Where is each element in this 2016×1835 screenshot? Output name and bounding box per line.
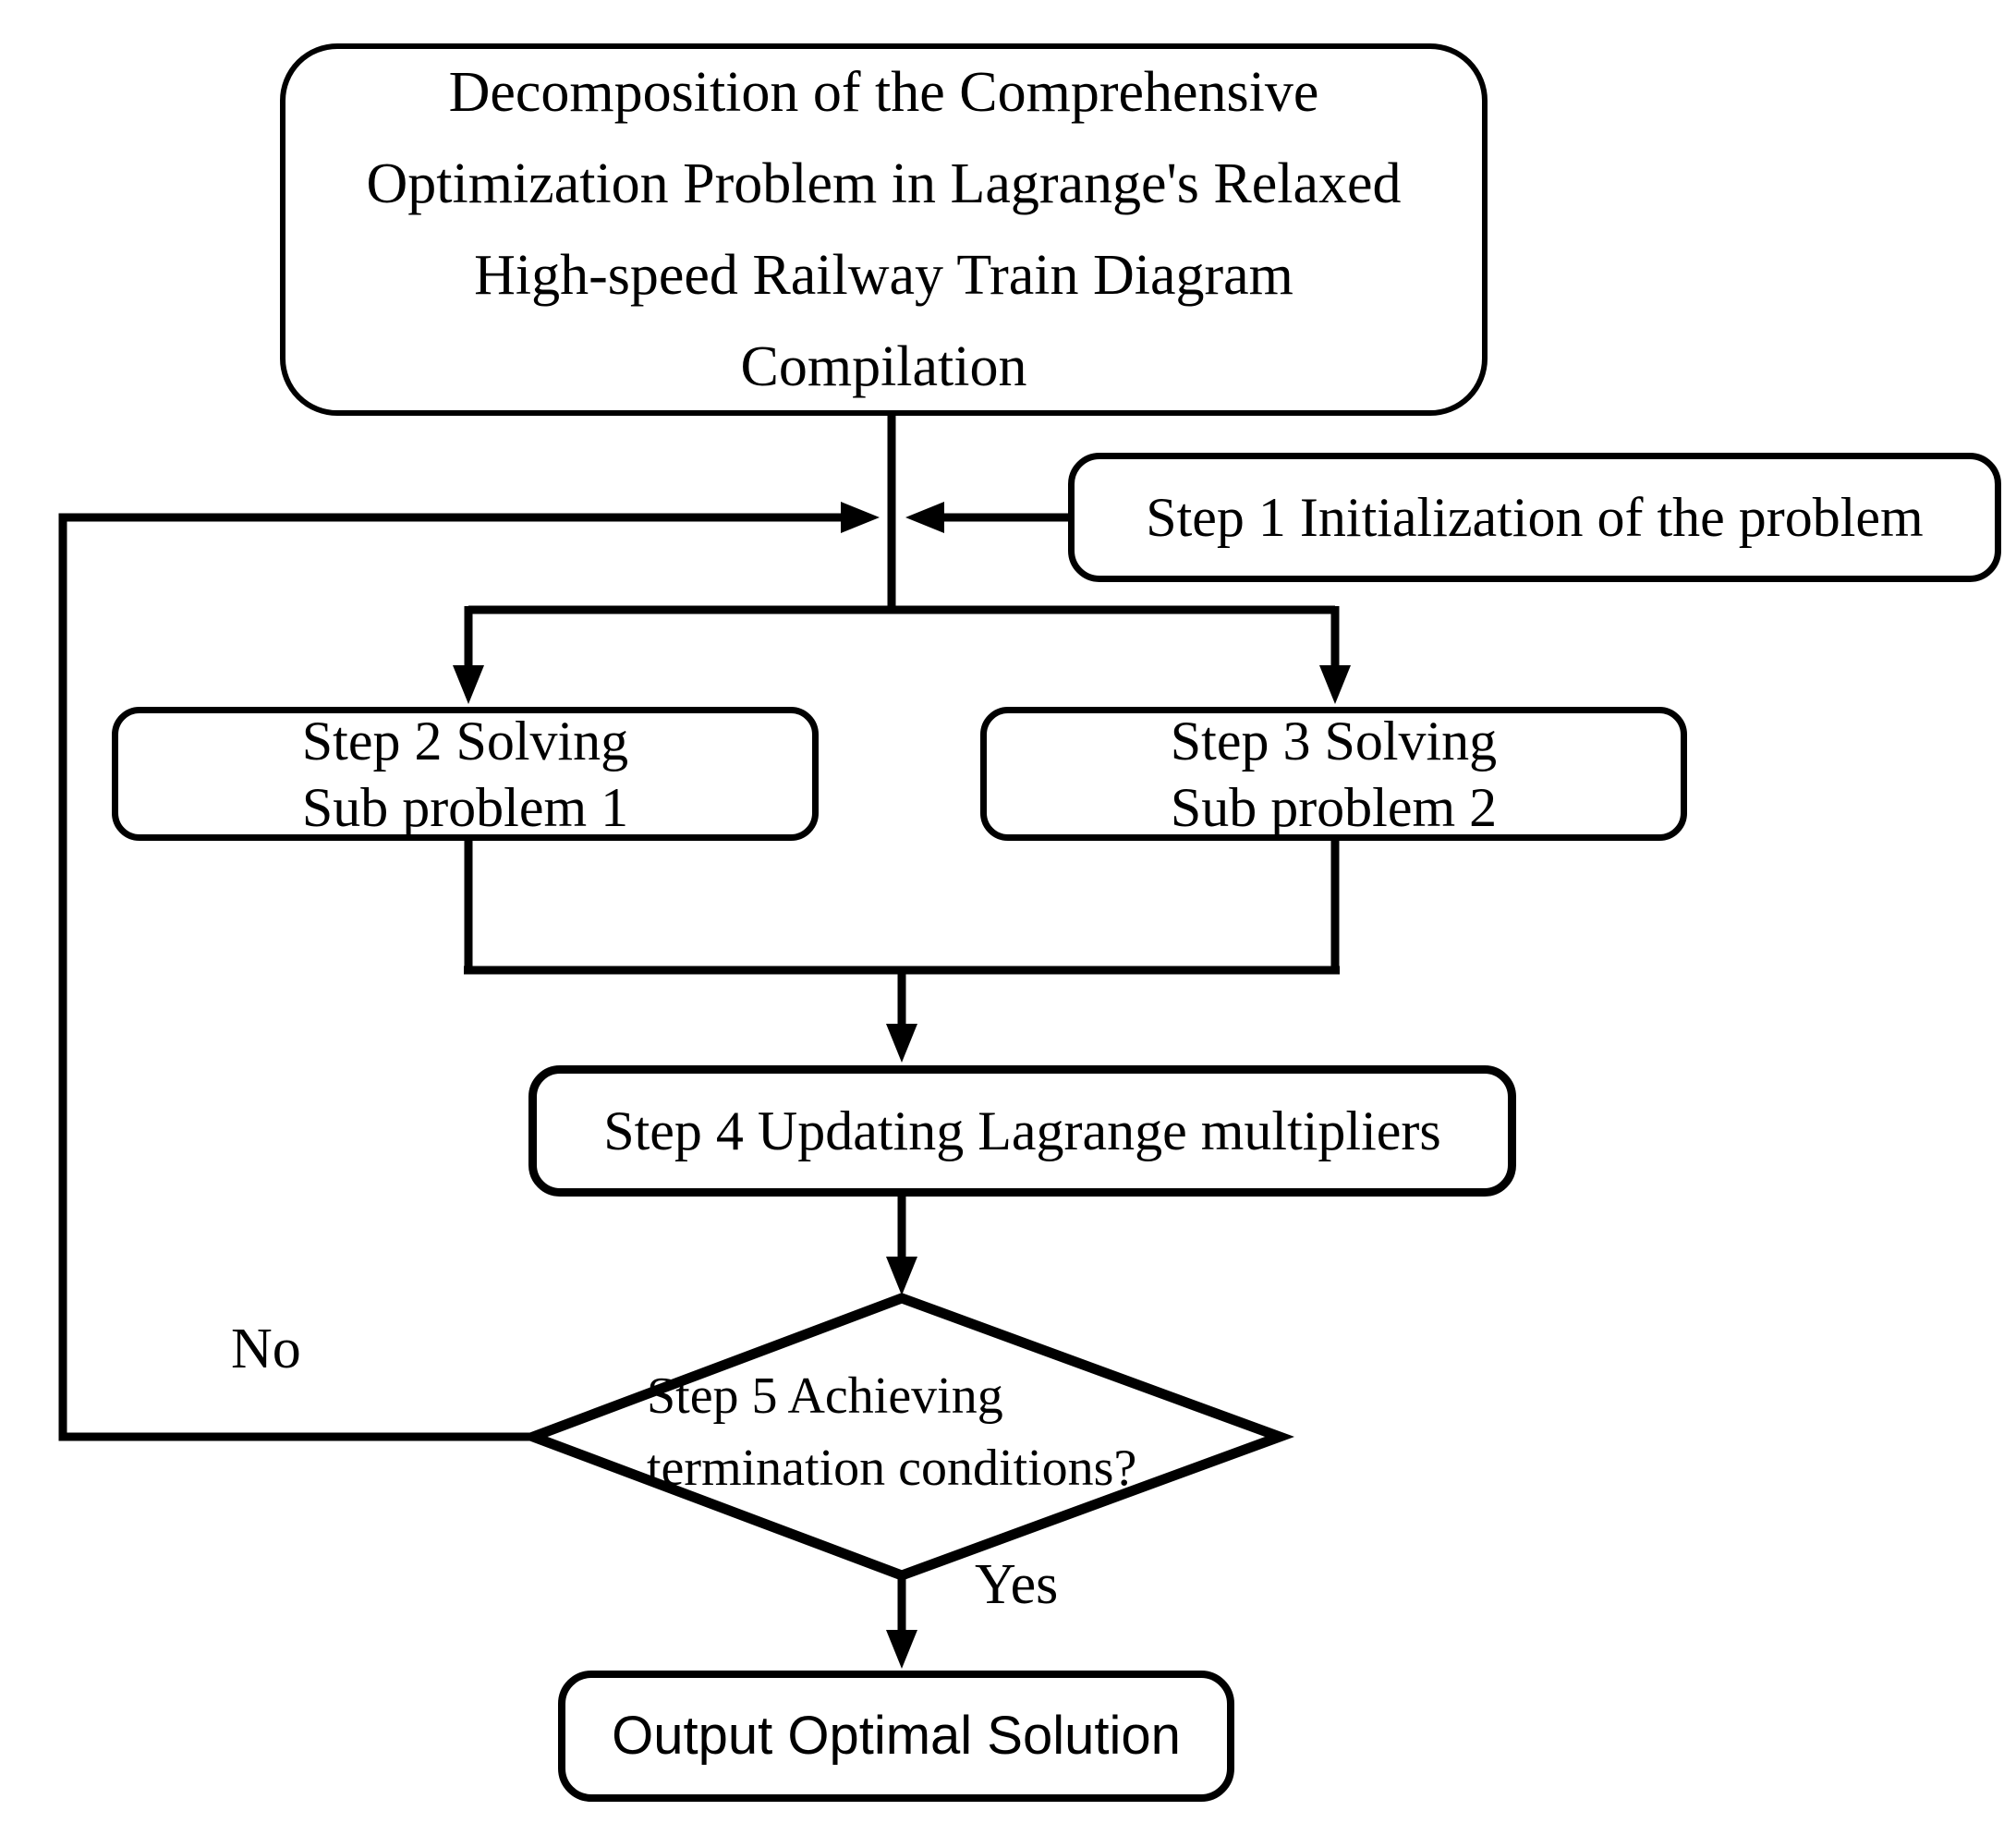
- node-step2-line1: Step 2 Solving: [301, 710, 629, 772]
- node-step5-line2: termination conditions?: [647, 1440, 1137, 1497]
- node-output-label: Output Optimal Solution: [612, 1706, 1181, 1766]
- node-step5-line1: Step 5 Achieving: [647, 1367, 1003, 1425]
- node-step5-text: Step 5 Achieving termination conditions?: [647, 1360, 1201, 1504]
- node-step4-label: Step 4 Updating Lagrange multipliers: [603, 1100, 1441, 1161]
- arrowhead-into-step2: [453, 665, 484, 704]
- arrowhead-into-step3: [1319, 665, 1351, 704]
- node-step2-line2: Sub problem 1: [301, 776, 629, 838]
- node-decomposition-line4: Compilation: [740, 334, 1027, 398]
- node-decomposition-line1: Decomposition of the Comprehensive: [448, 60, 1319, 124]
- arrowhead-step1-into-junction: [905, 502, 944, 533]
- node-step3-line1: Step 3 Solving: [1170, 710, 1498, 772]
- arrowhead-no-loop-into-junction: [841, 502, 880, 533]
- node-step4: Step 4 Updating Lagrange multipliers: [528, 1065, 1516, 1197]
- arrowhead-into-step4: [886, 1024, 917, 1063]
- node-decomposition-line3: High-speed Railway Train Diagram: [474, 243, 1293, 307]
- arrowhead-into-step5: [886, 1257, 917, 1295]
- arrowhead-into-output: [886, 1630, 917, 1669]
- node-step1-label: Step 1 Initialization of the problem: [1146, 487, 1924, 548]
- yes-edge-label: Yes: [975, 1553, 1059, 1616]
- node-decomposition: Decomposition of the Comprehensive Optim…: [280, 43, 1488, 416]
- node-step3: Step 3 Solving Sub problem 2: [980, 707, 1687, 841]
- no-edge-label: No: [231, 1318, 301, 1380]
- edge-no-loop-path: [58, 513, 846, 1441]
- node-step2: Step 2 Solving Sub problem 1: [112, 707, 819, 841]
- node-step3-line2: Sub problem 2: [1170, 776, 1498, 838]
- node-decomposition-line2: Optimization Problem in Lagrange's Relax…: [366, 152, 1402, 215]
- node-step1: Step 1 Initialization of the problem: [1068, 453, 2001, 582]
- node-output: Output Optimal Solution: [558, 1671, 1234, 1802]
